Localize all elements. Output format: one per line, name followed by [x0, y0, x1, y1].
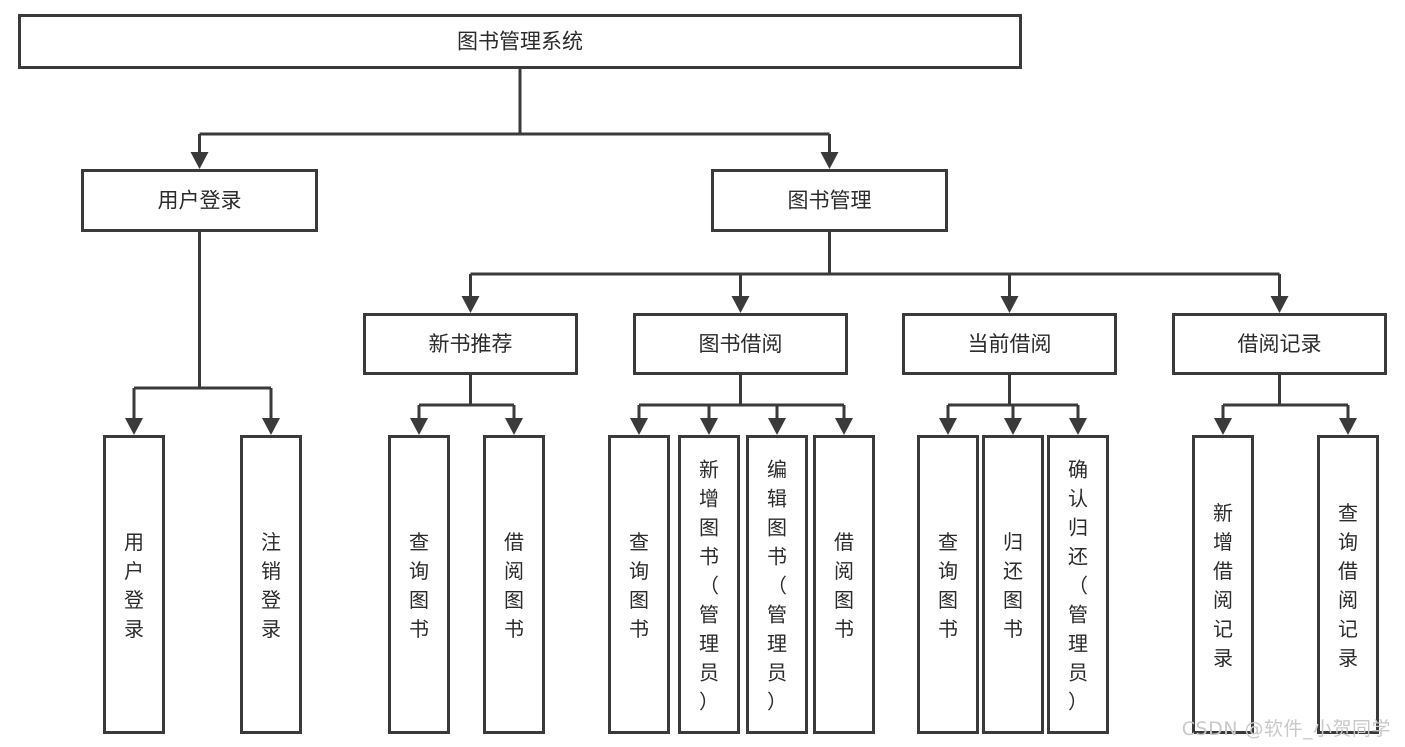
node-box: [1047, 435, 1109, 734]
node-label: 归还图书: [1003, 530, 1023, 641]
node-box: [388, 435, 450, 734]
node-label: 查询图书: [409, 530, 429, 641]
node-box: [902, 313, 1117, 375]
node-label: 新书推荐: [429, 332, 513, 356]
node-box: [81, 169, 318, 232]
arrow-head-icon: [262, 418, 280, 435]
node-box: [917, 435, 979, 734]
node-label: 图书借阅: [699, 332, 783, 356]
node-leaf_cb_query[interactable]: 查询图书: [917, 435, 979, 734]
arrow-head-icon: [700, 418, 718, 435]
node-leaf_rec_query[interactable]: 查询图书: [388, 435, 450, 734]
node-label: 新增图书（管理员）: [699, 458, 719, 714]
arrow-head-icon: [939, 418, 957, 435]
arrow-head-icon: [505, 418, 523, 435]
arrow-head-icon: [835, 418, 853, 435]
node-box: [711, 169, 948, 232]
arrow-head-icon: [1069, 418, 1087, 435]
node-root-system[interactable]: 图书管理系统: [18, 14, 1022, 69]
arrow-head-icon: [1214, 418, 1232, 435]
node-leaf_cb_confirm[interactable]: 确认归还（管理员）: [1047, 435, 1109, 734]
node-box: [103, 435, 165, 734]
arrow-head-icon: [731, 296, 750, 313]
node-box: [746, 435, 808, 734]
node-user_login[interactable]: 用户登录: [81, 169, 318, 232]
node-box: [18, 14, 1022, 69]
node-box: [363, 313, 578, 375]
arrow-head-icon: [1270, 296, 1289, 313]
arrow-head-icon: [461, 296, 480, 313]
arrow-head-icon: [190, 152, 209, 169]
node-label: 新增借阅记录: [1213, 501, 1233, 670]
node-leaf_br_add[interactable]: 新增借阅记录: [1192, 435, 1254, 734]
node-leaf_bb_add[interactable]: 新增图书（管理员）: [678, 435, 740, 734]
arrow-head-icon: [125, 418, 143, 435]
node-current_borrow[interactable]: 当前借阅: [902, 313, 1117, 375]
node-leaf_br_query[interactable]: 查询借阅记录: [1317, 435, 1379, 734]
node-box: [678, 435, 740, 734]
node-label: 借阅图书: [504, 530, 524, 641]
node-box: [608, 435, 670, 734]
node-label: 注销登录: [261, 530, 281, 641]
node-label: 图书管理: [788, 189, 872, 213]
arrow-head-icon: [1339, 418, 1357, 435]
node-label: 借阅图书: [834, 530, 854, 641]
node-label: 编辑图书（管理员）: [767, 458, 787, 714]
node-new_book_rec[interactable]: 新书推荐: [363, 313, 578, 375]
node-label: 用户登录: [158, 189, 242, 213]
node-label: 查询图书: [938, 530, 958, 641]
arrow-head-icon: [1004, 418, 1022, 435]
arrow-head-icon: [630, 418, 648, 435]
node-box: [1317, 435, 1379, 734]
arrow-head-icon: [820, 152, 839, 169]
node-box: [240, 435, 302, 734]
node-leaf_rec_borrow[interactable]: 借阅图书: [483, 435, 545, 734]
node-box: [813, 435, 875, 734]
node-label: 查询借阅记录: [1338, 501, 1358, 670]
node-leaf_bb_borrow[interactable]: 借阅图书: [813, 435, 875, 734]
node-box: [1192, 435, 1254, 734]
node-leaf_bb_edit[interactable]: 编辑图书（管理员）: [746, 435, 808, 734]
node-label: 图书管理系统: [457, 30, 583, 54]
node-box: [483, 435, 545, 734]
arrow-head-icon: [768, 418, 786, 435]
node-label: 确认归还（管理员）: [1068, 458, 1088, 714]
arrow-head-icon: [1000, 296, 1019, 313]
node-box: [1172, 313, 1387, 375]
node-label: 当前借阅: [968, 332, 1052, 356]
node-box: [982, 435, 1044, 734]
node-leaf_user_login[interactable]: 用户登录: [103, 435, 165, 734]
node-leaf_user_logout[interactable]: 注销登录: [240, 435, 302, 734]
node-book_borrow[interactable]: 图书借阅: [633, 313, 848, 375]
node-label: 借阅记录: [1238, 332, 1322, 356]
node-leaf_bb_query[interactable]: 查询图书: [608, 435, 670, 734]
node-label: 用户登录: [124, 530, 144, 641]
edges-layer: [125, 69, 1357, 435]
arrow-head-icon: [410, 418, 428, 435]
node-label: 查询图书: [629, 530, 649, 641]
node-leaf_cb_return[interactable]: 归还图书: [982, 435, 1044, 734]
watermark-text: CSDN @软件_小贺同学: [1181, 718, 1391, 740]
node-book_manage[interactable]: 图书管理: [711, 169, 948, 232]
nodes-layer: 图书管理系统用户登录图书管理新书推荐图书借阅当前借阅借阅记录用户登录注销登录查询…: [18, 14, 1387, 734]
node-borrow_record[interactable]: 借阅记录: [1172, 313, 1387, 375]
node-box: [633, 313, 848, 375]
